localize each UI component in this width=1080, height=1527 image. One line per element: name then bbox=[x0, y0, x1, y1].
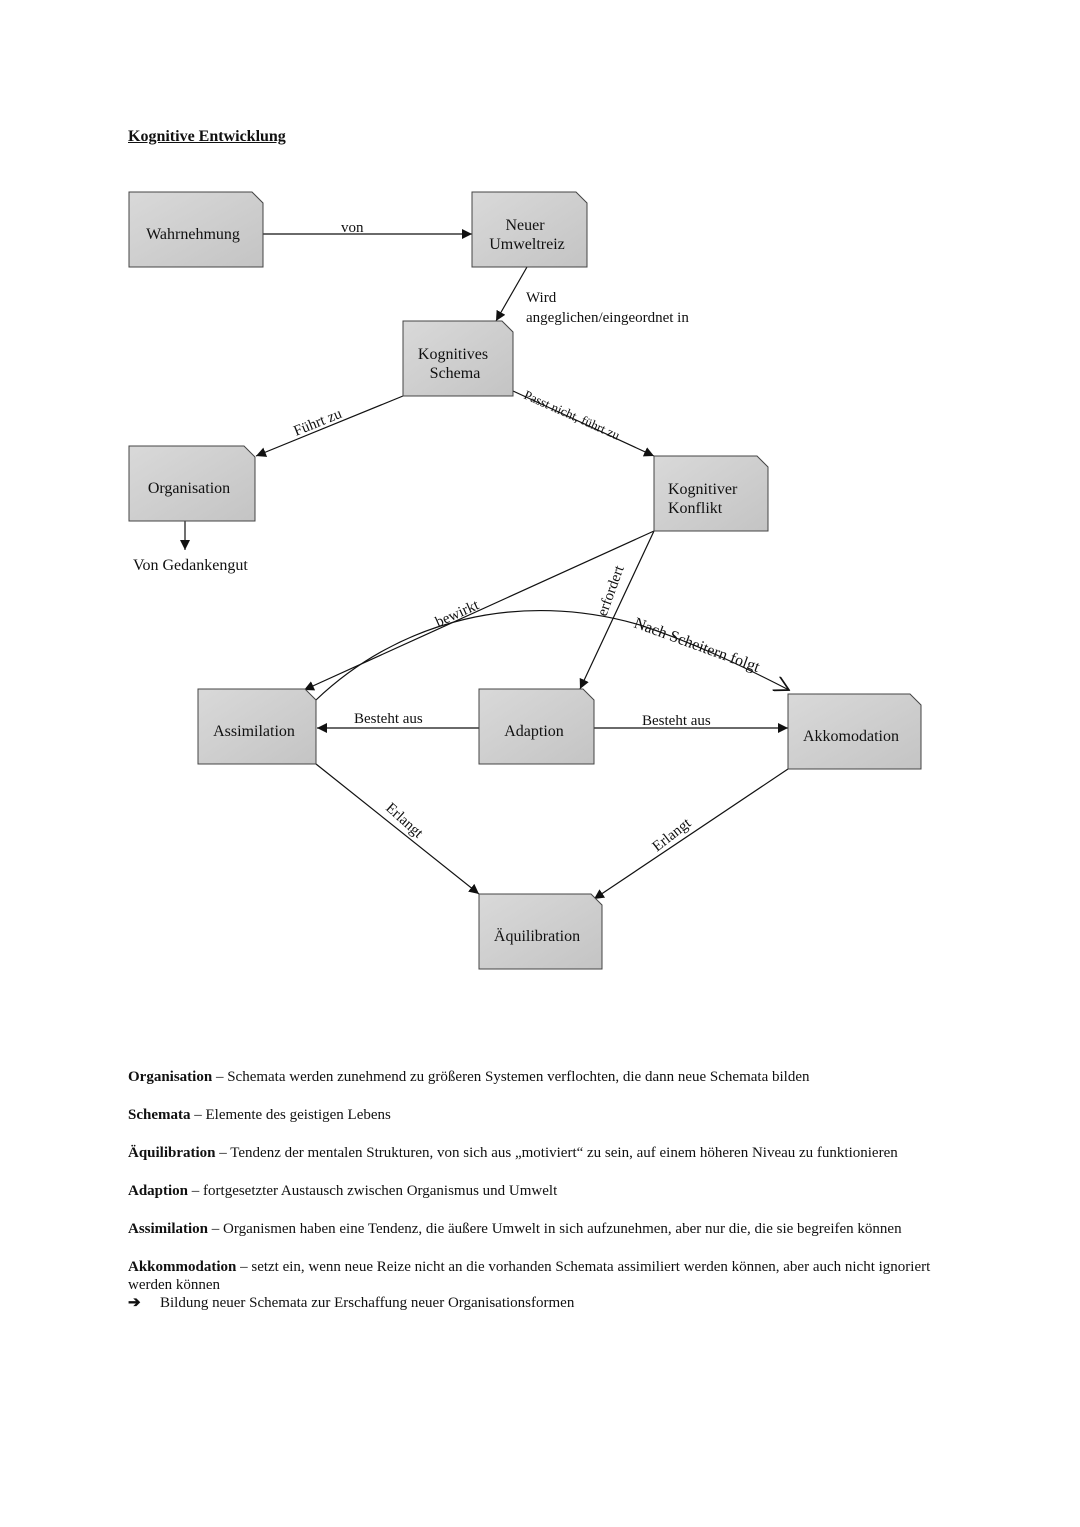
glossary-entry-adaption: Adaption – fortgesetzter Austausch zwisc… bbox=[128, 1182, 958, 1200]
node-kognitives-schema: Kognitives Schema bbox=[402, 320, 514, 397]
glossary-term: Organisation bbox=[128, 1069, 213, 1085]
edge-label-bewirkt: bewirkt bbox=[433, 597, 482, 631]
svg-text:Kognitiver Konflikt: Kognitiver Konflikt bbox=[668, 481, 741, 517]
glossary-entry-schemata: Schemata – Elemente des geistigen Lebens bbox=[128, 1106, 958, 1124]
node-label: Assimilation bbox=[213, 723, 295, 740]
glossary-term: Äquilibration bbox=[128, 1145, 216, 1161]
glossary-definition: – setzt ein, wenn neue Reize nicht an di… bbox=[128, 1259, 931, 1293]
glossary-definition: – Organismen haben eine Tendenz, die äuß… bbox=[208, 1221, 902, 1237]
svg-text:Organisation: Organisation bbox=[148, 480, 230, 497]
svg-text:Neuer Umweltreiz: Neuer Umweltreiz bbox=[489, 217, 565, 253]
edge-label-nach-scheitern: Nach Scheitern folgt bbox=[632, 615, 763, 676]
edge-label-line: angeglichen/eingeordnet in bbox=[526, 310, 689, 326]
glossary-entry-organisation: Organisation – Schemata werden zunehmend… bbox=[128, 1068, 958, 1086]
glossary-term: Schemata bbox=[128, 1107, 191, 1123]
svg-text:Äquilibration: Äquilibration bbox=[494, 927, 580, 945]
node-label: Schema bbox=[430, 365, 481, 382]
svg-text:Akkomodation: Akkomodation bbox=[803, 728, 899, 745]
node-label: Kognitiver bbox=[668, 481, 738, 498]
node-label: Konflikt bbox=[668, 500, 723, 517]
node-neuer-umweltreiz: Neuer Umweltreiz bbox=[471, 191, 588, 268]
edge-wird bbox=[495, 266, 528, 322]
edge-label-besteht-aus-left: Besteht aus bbox=[354, 711, 423, 727]
glossary-definition: – fortgesetzter Austausch zwischen Organ… bbox=[188, 1183, 558, 1199]
edge-passt-nicht bbox=[512, 390, 655, 457]
node-label: Akkomodation bbox=[803, 728, 899, 745]
node-kognitiver-konflikt: Kognitiver Konflikt bbox=[653, 455, 769, 532]
edge-fuehrt-zu bbox=[255, 395, 404, 457]
glossary-definition: – Elemente des geistigen Lebens bbox=[190, 1107, 391, 1123]
glossary-term: Akkommodation bbox=[128, 1259, 237, 1275]
svg-text:Kognitives Schema: Kognitives Schema bbox=[418, 346, 492, 382]
edge-label-fuehrt-zu: Führt zu bbox=[292, 406, 345, 440]
edge-erlangt-left bbox=[315, 763, 480, 895]
node-label: Adaption bbox=[504, 723, 564, 740]
node-label: Äquilibration bbox=[494, 927, 580, 945]
glossary-term: Adaption bbox=[128, 1183, 189, 1199]
svg-text:Wahrnehmung: Wahrnehmung bbox=[146, 226, 240, 243]
conclusion-text: Bildung neuer Schemata zur Erschaffung n… bbox=[160, 1295, 575, 1311]
glossary: Organisation – Schemata werden zunehmend… bbox=[128, 1068, 958, 1312]
edge-label-besteht-aus-right: Besteht aus bbox=[642, 713, 711, 729]
node-label: Organisation bbox=[148, 480, 230, 497]
glossary-entry-akkommodation: Akkommodation – setzt ein, wenn neue Rei… bbox=[128, 1258, 958, 1294]
conclusion: ➔ Bildung neuer Schemata zur Erschaffung… bbox=[128, 1294, 958, 1312]
edge-label-von: von bbox=[341, 220, 364, 236]
node-aequilibration: Äquilibration bbox=[478, 893, 603, 970]
concept-diagram: Wahrnehmung Neuer Umweltreiz Kognitives … bbox=[128, 191, 922, 970]
node-label: Kognitives bbox=[418, 346, 488, 363]
glossary-term: Assimilation bbox=[128, 1221, 209, 1237]
edge-erlangt-right bbox=[593, 768, 789, 900]
edge-label-erlangt-right: Erlangt bbox=[650, 815, 695, 855]
node-akkomodation: Akkomodation bbox=[787, 693, 922, 770]
edge-label-passt-nicht: Passt nicht, führt zu bbox=[522, 387, 623, 443]
edge-label-wird: Wird angeglichen/eingeordnet in bbox=[526, 290, 689, 326]
edge-nach-scheitern bbox=[315, 610, 789, 701]
node-adaption: Adaption bbox=[478, 688, 595, 765]
page-title: Kognitive Entwicklung bbox=[128, 128, 286, 145]
node-label: Neuer bbox=[505, 217, 545, 234]
node-label: Wahrnehmung bbox=[146, 226, 240, 243]
node-label: Umweltreiz bbox=[489, 236, 565, 253]
edge-label-line: Wird bbox=[526, 290, 557, 306]
glossary-definition: – Tendenz der mentalen Strukturen, von s… bbox=[215, 1145, 898, 1161]
glossary-entry-aequilibration: Äquilibration – Tendenz der mentalen Str… bbox=[128, 1144, 958, 1162]
svg-text:Adaption: Adaption bbox=[504, 723, 564, 740]
edge-label-erfordert: erfordert bbox=[595, 563, 628, 619]
edge-label-von-gedankengut: Von Gedankengut bbox=[133, 557, 248, 574]
node-assimilation: Assimilation bbox=[197, 688, 317, 765]
node-wahrnehmung: Wahrnehmung bbox=[128, 191, 264, 268]
edge-label-erlangt-left: Erlangt bbox=[382, 800, 426, 842]
svg-text:Assimilation: Assimilation bbox=[213, 723, 295, 740]
node-organisation: Organisation bbox=[128, 445, 256, 522]
glossary-definition: – Schemata werden zunehmend zu größeren … bbox=[212, 1069, 810, 1085]
glossary-entry-assimilation: Assimilation – Organismen haben eine Ten… bbox=[128, 1220, 958, 1238]
arrow-right-icon: ➔ bbox=[128, 1295, 141, 1311]
edge-erfordert bbox=[579, 530, 655, 690]
